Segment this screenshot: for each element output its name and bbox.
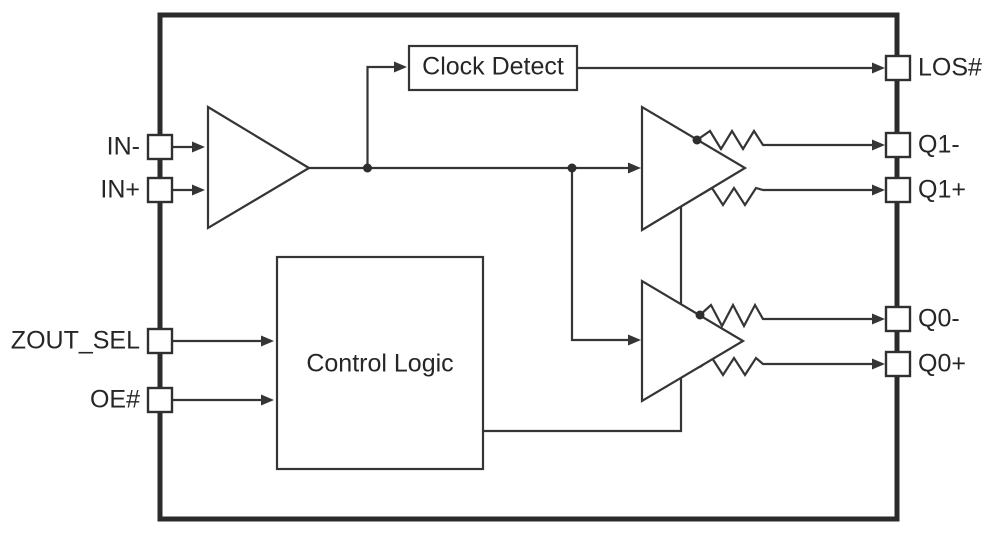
arrowhead-zout-sel (261, 335, 274, 347)
pin-square-q0-minus (884, 305, 912, 333)
arrowhead-q0-plus (872, 358, 885, 370)
pin-square-q1-plus (884, 176, 912, 204)
arrowhead-q0-input (628, 334, 641, 346)
pin-label-los: LOS# (918, 53, 982, 82)
pin-square-oe (146, 386, 174, 414)
arrowhead-q0-minus (872, 313, 885, 325)
junction-dot-clock-branch (363, 163, 372, 173)
control-logic-box (275, 255, 485, 471)
junction-dot-q1-resistor (692, 135, 702, 145)
resistor-q0-minus (699, 302, 872, 329)
pin-square-los (884, 54, 912, 82)
resistor-q1-plus (699, 185, 872, 208)
pin-label-q1-minus: Q1- (918, 130, 960, 159)
arrowhead-q1-plus (872, 184, 885, 196)
clock-detect-label: Clock Detect (422, 52, 564, 81)
wire-branch-clock-detect (366, 65, 394, 168)
pin-label-q1-plus: Q1+ (918, 175, 966, 204)
arrowhead-oe (261, 394, 274, 406)
pin-label-oe: OE# (89, 385, 140, 414)
junction-dot-q0-resistor (695, 310, 705, 320)
chip-outline (157, 12, 900, 522)
wire-control-logic-enable (483, 378, 683, 433)
pin-square-in-plus (146, 176, 174, 204)
pin-square-q0-plus (884, 350, 912, 378)
resistor-q1-minus (696, 128, 872, 152)
arrowhead-los (872, 62, 885, 74)
pin-square-zout-sel (146, 327, 174, 355)
pin-label-zout-sel: ZOUT_SEL (10, 326, 140, 355)
q1-driver-triangle (640, 105, 748, 232)
arrowhead-q1-input (628, 162, 641, 174)
wire-branch-q0-input (570, 168, 628, 342)
pin-square-in-minus (146, 133, 174, 161)
junction-dot-q0-branch (567, 163, 577, 173)
arrowhead-in-minus (192, 141, 205, 153)
arrowhead-q1-minus (872, 139, 885, 151)
pin-square-q1-minus (884, 131, 912, 159)
pin-label-in-minus: IN- (106, 132, 140, 161)
pin-label-q0-plus: Q0+ (918, 349, 966, 378)
pin-label-q0-minus: Q0- (918, 304, 960, 333)
resistor-q0-plus (699, 355, 872, 378)
pin-label-in-plus: IN+ (100, 175, 140, 204)
arrowhead-clock-detect (394, 61, 407, 73)
control-logic-label: Control Logic (306, 349, 454, 378)
clock-detect-box (407, 44, 579, 92)
input-buffer-triangle (206, 105, 312, 230)
q0-driver-triangle (640, 279, 746, 403)
arrowhead-in-plus (192, 184, 205, 196)
